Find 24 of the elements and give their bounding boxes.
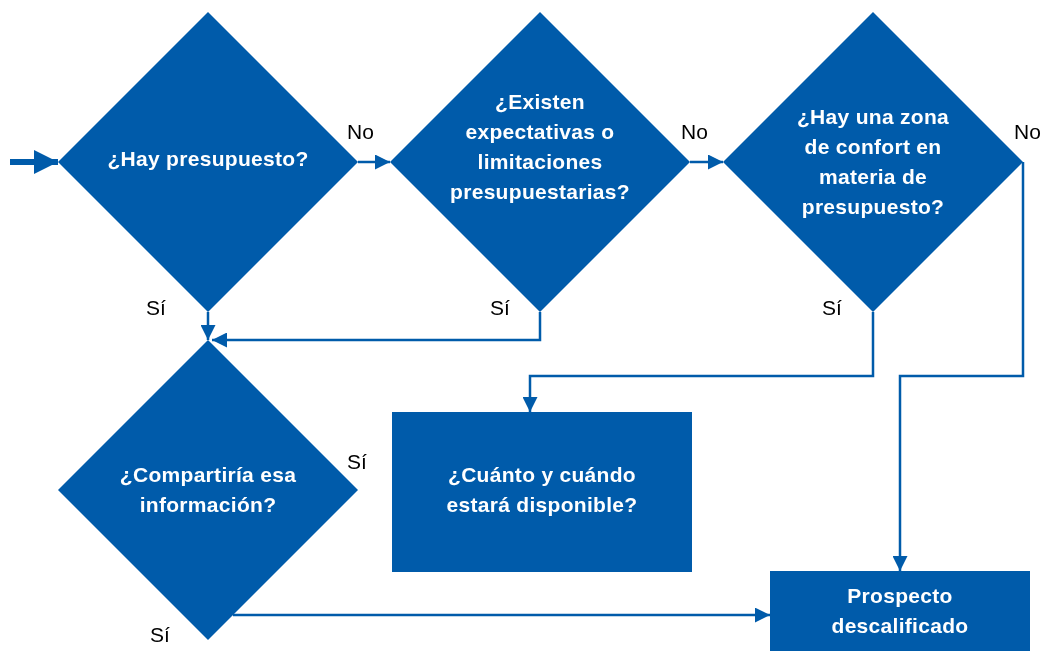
branch-label: Sí [150,623,170,647]
process-box [392,412,692,572]
process-box [770,571,1030,651]
branch-label: No [681,120,708,144]
arrow [690,154,723,170]
node-text: Prospecto descalificado [830,583,970,639]
arrow [10,150,58,174]
arrow [200,312,216,340]
node-text: ¿Compartiría esa información? [118,462,298,518]
node-text: ¿Cuánto y cuándo estará disponible? [445,462,639,518]
arrow [232,607,770,623]
node-text: ¿Hay presupuesto? [106,146,310,172]
arrow [892,162,1025,571]
arrow [358,154,390,170]
branch-label: No [1014,120,1041,144]
branch-label: Sí [822,296,842,320]
branch-label: No [347,120,374,144]
node-text: ¿Hay una zona de confort en materia de presupuesto? [795,104,951,220]
arrow [212,312,542,348]
branch-label: Sí [146,296,166,320]
branch-label: Sí [347,450,367,474]
node-text: ¿Existen expectativas o limitaciones presupuestarias? [449,89,631,205]
branch-label: Sí [490,296,510,320]
arrow [522,312,875,412]
